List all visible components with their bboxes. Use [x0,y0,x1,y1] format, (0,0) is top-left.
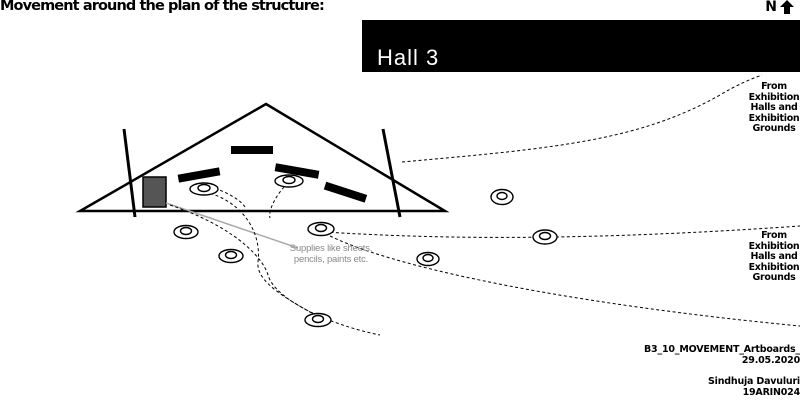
author-name: Sindhuja Davuluri [708,376,800,387]
hall-title: Hall 3 [377,45,440,70]
page-heading: Movement around the plan of the structur… [0,0,325,14]
person-top-view-icon [173,224,199,240]
person-top-view-icon [307,221,335,237]
left-post [122,128,137,218]
person-top-view-icon [490,188,514,206]
display-table [274,163,320,179]
right-post [381,128,402,218]
north-label: N [765,0,777,15]
circulation-path [269,182,289,219]
entrance-label-bottom: From Exhibition Halls and Exhibition Gro… [748,230,800,283]
entrance-label-top: From Exhibition Halls and Exhibition Gro… [748,81,800,134]
entry-path-middle [324,225,800,238]
entry-path-lower [329,235,800,327]
circulation-path [214,187,246,208]
roll-number: 19ARIN024 [742,387,800,398]
circulation-path [204,191,319,318]
person-top-view-icon [218,248,244,264]
person-top-view-icon [532,229,558,245]
north-arrow-icon [780,0,794,14]
circulation-path [169,204,381,336]
hall-banner: Hall 3 [362,20,800,72]
person-top-view-icon [304,312,332,328]
display-table [231,146,273,154]
person-top-view-icon [274,174,304,188]
file-name: B3_10_MOVEMENT_Artboards_ [643,344,800,355]
north-indicator: N [765,0,794,15]
supplies-annotation: Supplies like sheets, pencils, paints et… [289,243,373,265]
supply-station-icon [142,176,167,208]
display-table [177,167,221,183]
date-label: 29.05.2020 [741,355,800,366]
supply-pointer-line [165,202,299,249]
person-top-view-icon [189,182,219,196]
structure-outline [75,102,450,213]
display-table [323,181,368,203]
person-top-view-icon [416,251,440,267]
entry-path-top [401,74,763,163]
